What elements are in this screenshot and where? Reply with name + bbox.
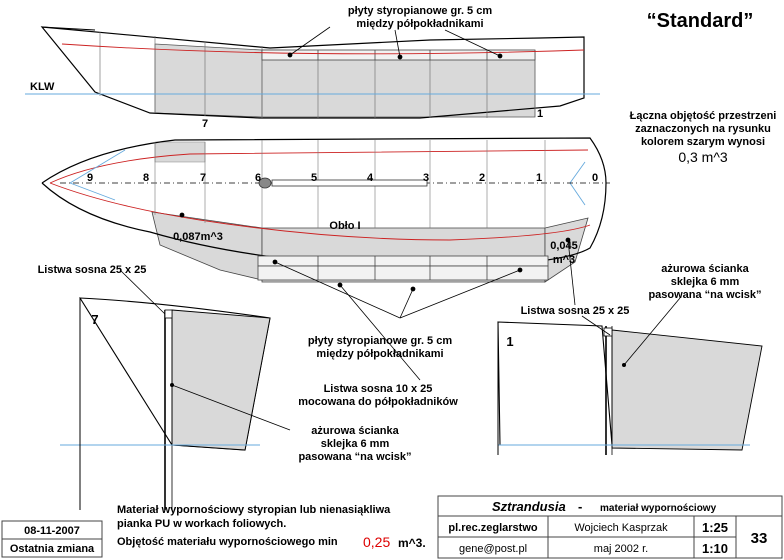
listwa-10-label-1: Listwa sosna 10 x 25 xyxy=(324,383,433,395)
material-unit: m^3. xyxy=(398,536,426,550)
top-station-7: 7 xyxy=(202,118,208,130)
volume-note-2: zaznaczonych na rysunku xyxy=(635,123,771,135)
material-line-1: Materiał wypornościowy styropian lub nie… xyxy=(117,504,391,516)
bottom-plates-label-1: płyty styropianowe gr. 5 cm xyxy=(308,335,452,347)
volume-note-1: Łączna objętość przestrzeni xyxy=(630,110,777,122)
station-3: 3 xyxy=(423,172,429,184)
azurowa-right-1: ażurowa ścianka xyxy=(661,263,749,275)
author-label: Wojciech Kasprzak xyxy=(574,522,668,534)
azurowa-left-3: pasowana “na wcisk” xyxy=(298,451,411,463)
station-0: 0 xyxy=(592,172,598,184)
section-7-number: 7 xyxy=(91,312,98,327)
bottom-plates-label-2: między półpokładnikami xyxy=(316,348,443,360)
station-7: 7 xyxy=(200,172,206,184)
top-station-1: 1 xyxy=(537,108,543,120)
material-value: 0,25 xyxy=(363,534,390,550)
hull-outline xyxy=(40,26,585,119)
listwa-10-label-2: mocowana do półpokładników xyxy=(298,396,458,408)
material-line-3: Objętość materiału wypornościowego min xyxy=(117,536,338,548)
top-plates-label-1: płyty styropianowe gr. 5 cm xyxy=(348,5,492,17)
email-label: gene@post.pl xyxy=(459,543,527,555)
station-1: 1 xyxy=(536,172,542,184)
section-1 xyxy=(497,297,763,455)
footer-date: 08-11-2007 xyxy=(24,525,80,537)
station-4: 4 xyxy=(367,172,374,184)
station-6: 6 xyxy=(255,172,261,184)
station-labels: 9 8 7 6 5 4 3 2 1 0 xyxy=(87,172,598,184)
scale-1: 1:25 xyxy=(702,520,728,535)
vol-right-label-1: 0,045 xyxy=(550,240,578,252)
footer-last-change: Ostatnia zmiana xyxy=(10,543,95,555)
sheet-number: 33 xyxy=(751,530,768,547)
side-view xyxy=(25,26,600,119)
vol-left-label: 0,087m^3 xyxy=(173,231,223,243)
klw-label: KLW xyxy=(30,81,55,93)
listwa-right-label: Listwa sosna 25 x 25 xyxy=(521,305,630,317)
oblo-label: Obło I xyxy=(329,220,360,232)
project-dash: - xyxy=(578,499,582,514)
azurowa-right-2: sklejka 6 mm xyxy=(671,276,740,288)
title-standard: “Standard” xyxy=(647,10,754,32)
station-9: 9 xyxy=(87,172,93,184)
volume-note-3: kolorem szarym wynosi xyxy=(641,136,765,148)
station-2: 2 xyxy=(479,172,485,184)
vol-right-label-2: m^3 xyxy=(553,254,575,266)
volume-value: 0,3 m^3 xyxy=(678,149,728,165)
station-8: 8 xyxy=(143,172,149,184)
azurowa-right-3: pasowana “na wcisk” xyxy=(648,289,761,301)
top-plates-label-2: między półpokładnikami xyxy=(356,18,483,30)
station-5: 5 xyxy=(311,172,317,184)
footer: 08-11-2007 Ostatnia zmiana Materiał wypo… xyxy=(1,495,783,559)
date2-label: maj 2002 r. xyxy=(594,543,648,555)
section-7 xyxy=(60,297,291,510)
section-1-number: 1 xyxy=(506,334,513,349)
scale-2: 1:10 xyxy=(702,541,728,556)
site-label: pl.rec.zeglarstwo xyxy=(448,522,538,534)
project-name: Sztrandusia xyxy=(492,499,566,514)
plan-view xyxy=(41,137,610,381)
azurowa-left-2: sklejka 6 mm xyxy=(321,438,390,450)
azurowa-left-1: ażurowa ścianka xyxy=(311,425,399,437)
listwa-left-label: Listwa sosna 25 x 25 xyxy=(38,264,147,276)
material-line-2: pianka PU w workach foliowych. xyxy=(117,518,286,530)
project-subtitle: materiał wypornościowy xyxy=(600,503,717,514)
